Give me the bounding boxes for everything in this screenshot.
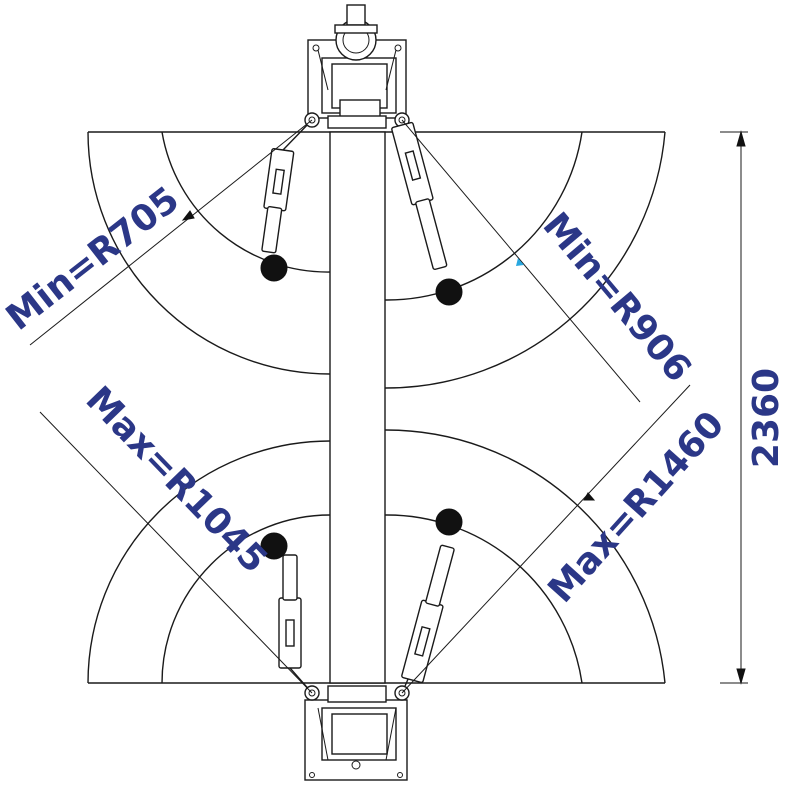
arc-bottom-left-inner [161, 514, 331, 684]
arm-top-left [260, 112, 320, 282]
top-post-assembly [307, 4, 407, 129]
arc-bottom-right-inner [384, 514, 583, 684]
arc-top-left-outer [87, 131, 331, 375]
arc-top-right-inner [384, 131, 583, 301]
leader-max-right [401, 384, 691, 694]
leader-max-left [39, 411, 313, 694]
label-min-left: Min=R705 [0, 179, 187, 339]
arm-bottom-right [394, 508, 463, 701]
bottom-post-assembly [304, 685, 408, 781]
arc-top-right-outer [384, 131, 666, 389]
leader-min-left [29, 119, 313, 346]
leader-min-right [401, 119, 641, 403]
height-dimension [720, 130, 748, 685]
radius-leaders [29, 119, 691, 694]
label-max-left: Max=R1045 [78, 379, 275, 581]
arm-pad-top-right [435, 278, 463, 306]
arm-pad-top-left [260, 254, 288, 282]
center-runway [329, 131, 386, 684]
arm-bottom-left [260, 532, 320, 701]
label-height: 2360 [746, 368, 787, 468]
label-max-right: Max=R1460 [540, 404, 732, 611]
arm-pad-bottom-left [260, 532, 288, 560]
arm-top-right [391, 112, 463, 306]
arm-pad-bottom-right [435, 508, 463, 536]
arc-bottom-left-outer [87, 440, 331, 684]
min-right-marker [516, 258, 524, 266]
arc-top-left-inner [161, 131, 331, 273]
arc-bottom-right-outer [384, 429, 666, 684]
label-min-right: Min=R906 [535, 205, 699, 390]
